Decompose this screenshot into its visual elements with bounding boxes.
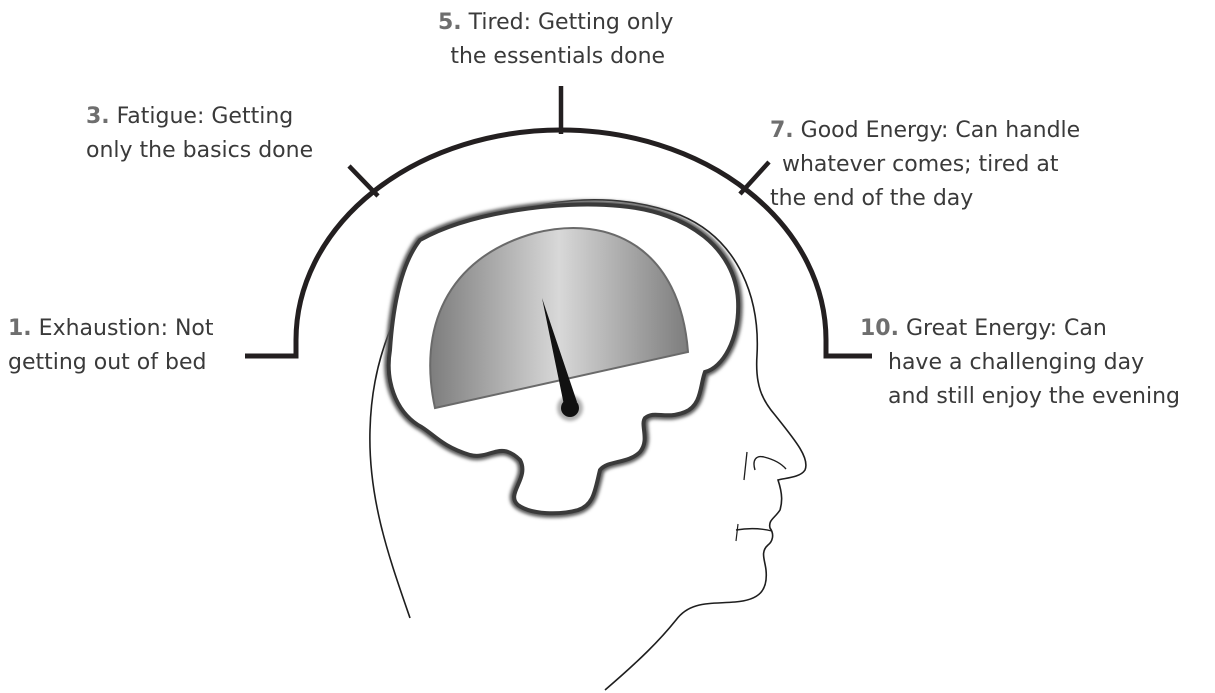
level-3-number: 3. — [86, 104, 110, 129]
scale-ticks — [349, 86, 769, 196]
level-1-label: 1. Exhaustion: Not getting out of bed — [8, 312, 214, 380]
level-7-line-1: Good Energy: Can handle — [801, 118, 1081, 143]
level-10-line-2: have a challenging day — [860, 346, 1180, 380]
tick-3 — [349, 166, 378, 196]
level-7-label: 7. Good Energy: Can handle whatever come… — [770, 114, 1080, 216]
level-7-line-2: whatever comes; tired at — [770, 148, 1080, 182]
level-3-line-2: only the basics done — [86, 134, 313, 168]
level-1-number: 1. — [8, 316, 32, 341]
level-10-number: 10. — [860, 316, 899, 341]
level-10-line-1: Great Energy: Can — [906, 316, 1107, 341]
level-10-line-3: and still enjoy the evening — [860, 380, 1180, 414]
level-3-line-1: Fatigue: Getting — [117, 104, 294, 129]
level-1-line-1: Exhaustion: Not — [39, 316, 214, 341]
level-5-line-1: Tired: Getting only — [469, 10, 674, 35]
level-1-line-2: getting out of bed — [8, 346, 214, 380]
level-5-label: 5. Tired: Getting only the essentials do… — [438, 6, 673, 74]
level-5-number: 5. — [438, 10, 462, 35]
level-10-label: 10. Great Energy: Can have a challenging… — [860, 312, 1180, 414]
level-7-number: 7. — [770, 118, 794, 143]
tick-7 — [740, 162, 769, 194]
level-5-line-2: the essentials done — [438, 40, 673, 74]
level-3-label: 3. Fatigue: Getting only the basics done — [86, 100, 313, 168]
level-7-line-3: the end of the day — [770, 182, 1080, 216]
